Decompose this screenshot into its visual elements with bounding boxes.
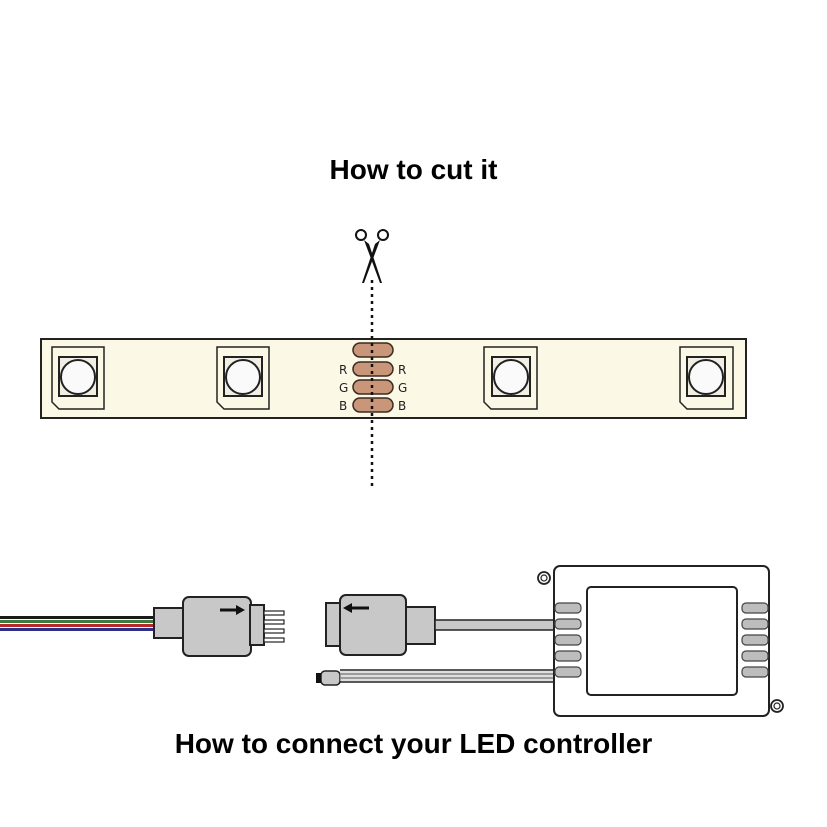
controller-port xyxy=(741,602,769,614)
cut-title: How to cut it xyxy=(329,154,498,185)
controller-port xyxy=(554,602,582,614)
wire-blue xyxy=(0,628,156,631)
led-strip: R G B R G B xyxy=(40,338,747,419)
controller-port xyxy=(554,666,582,678)
pad-label-left-b: B xyxy=(339,399,347,413)
controller-panel xyxy=(586,586,738,696)
controller-port xyxy=(741,634,769,646)
controller-port xyxy=(554,618,582,630)
wire-red xyxy=(0,624,156,627)
led-chip xyxy=(483,346,538,410)
pad-label-right-r: R xyxy=(398,363,406,377)
wire-green xyxy=(0,620,156,623)
arrow-left-icon xyxy=(343,603,369,613)
pad-label-left-r: R xyxy=(339,363,347,377)
controller-port xyxy=(741,666,769,678)
ports-left xyxy=(554,602,582,678)
power-lead xyxy=(316,669,555,686)
female-connector xyxy=(325,594,556,656)
pin xyxy=(263,628,285,634)
led-chip xyxy=(216,346,270,410)
led-chip xyxy=(51,346,105,410)
pad-b xyxy=(352,397,394,413)
pad-label-left-g: G xyxy=(339,381,348,395)
pin xyxy=(263,637,285,643)
led-chip xyxy=(679,346,734,410)
pad-r xyxy=(352,361,394,377)
led-controller xyxy=(537,565,784,717)
ports-right xyxy=(741,602,769,678)
power-plug xyxy=(320,670,341,686)
controller-port xyxy=(741,650,769,662)
male-connector xyxy=(153,596,285,657)
pin xyxy=(263,610,285,616)
controller-port xyxy=(554,634,582,646)
scissors-icon xyxy=(355,229,389,283)
connect-title: How to connect your LED controller xyxy=(174,728,653,759)
controller-port xyxy=(554,650,582,662)
arrow-right-icon xyxy=(220,605,245,615)
controller-port xyxy=(741,618,769,630)
rgb-cable xyxy=(0,616,156,631)
pad-label-right-g: G xyxy=(398,381,407,395)
wire-black xyxy=(0,616,156,619)
pin xyxy=(263,619,285,625)
pad-label-right-b: B xyxy=(398,399,406,413)
controller-cable xyxy=(434,619,556,631)
